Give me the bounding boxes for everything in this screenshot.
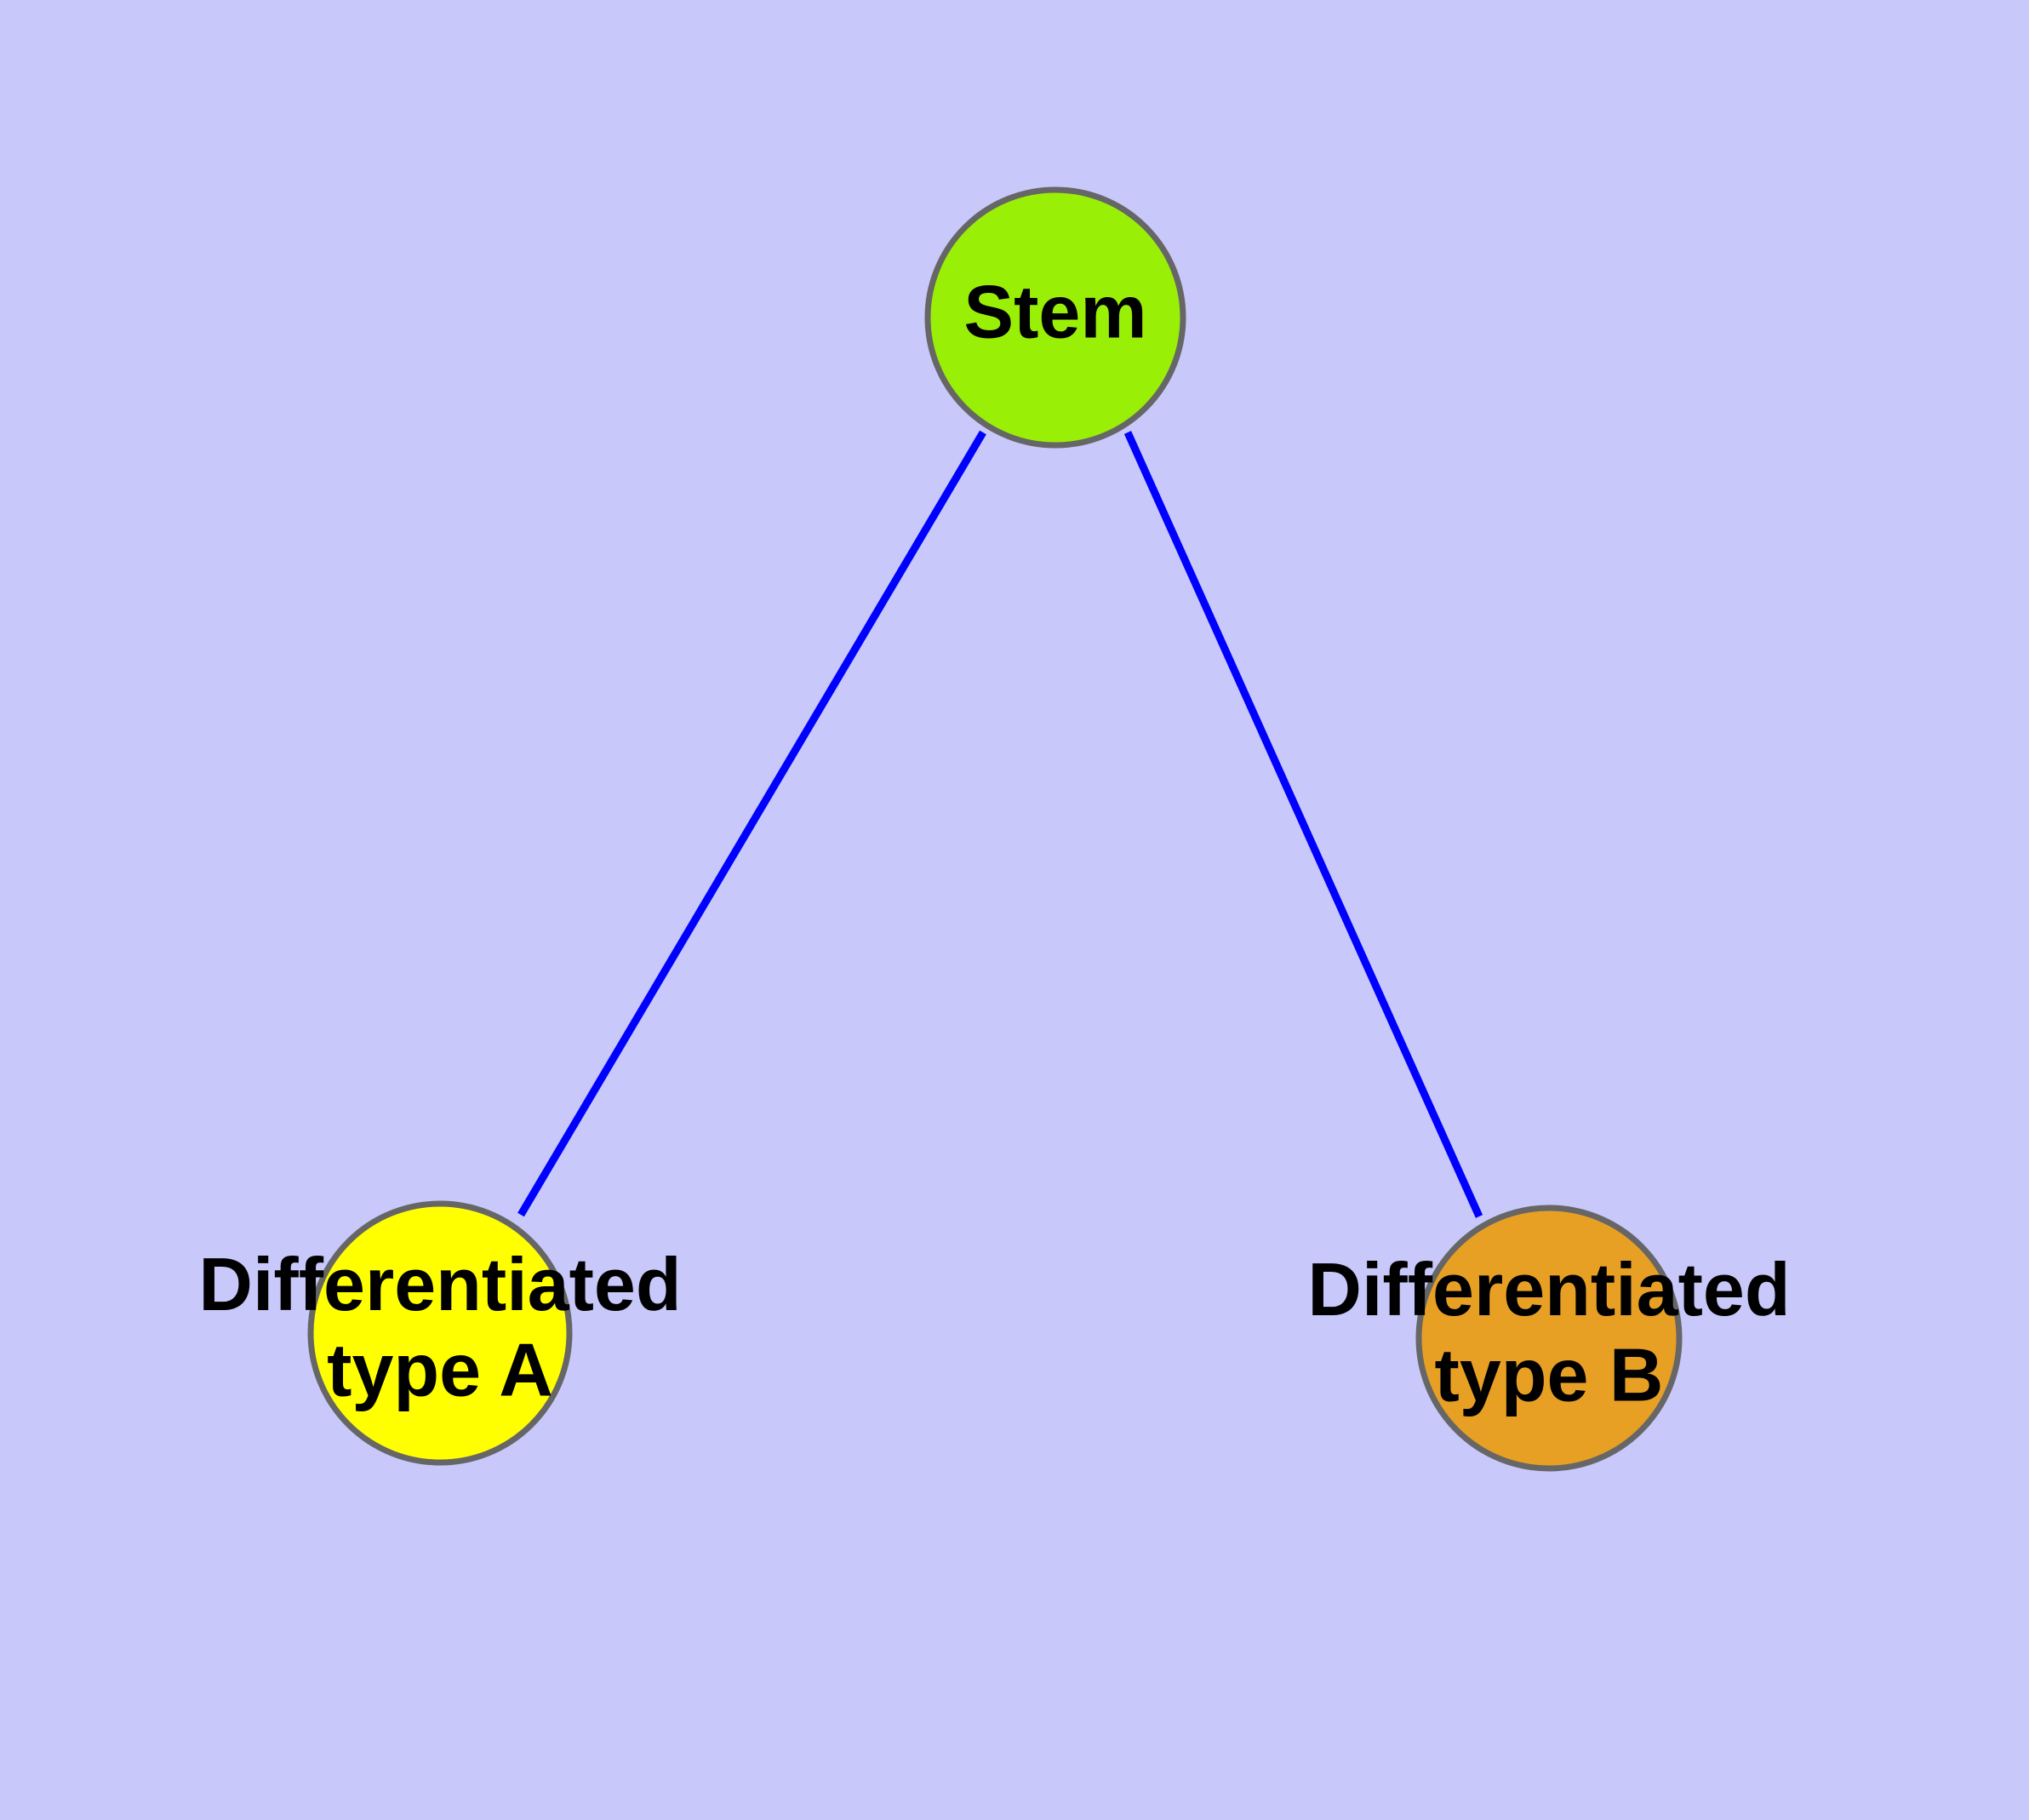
node-label-differentiated-type-b-line2: type B bbox=[1435, 1332, 1664, 1417]
node-differentiated-type-a[interactable] bbox=[307, 1200, 573, 1466]
node-label-differentiated-type-a-line2: type A bbox=[327, 1327, 553, 1411]
node-label-differentiated-type-b-line1: Differentiated bbox=[1307, 1247, 1790, 1331]
node-label-differentiated-type-a-line1: Differentiated bbox=[198, 1242, 681, 1326]
node-circle-differentiated-type-b[interactable] bbox=[1415, 1205, 1683, 1472]
edge-stem-to-differentiated-type-b[interactable] bbox=[1123, 431, 1483, 1218]
node-label-stem: Stem bbox=[963, 269, 1146, 353]
node-differentiated-type-b[interactable] bbox=[1415, 1205, 1683, 1472]
edge-layer bbox=[517, 430, 1483, 1218]
node-circle-stem[interactable] bbox=[924, 186, 1186, 449]
edge-stem-to-differentiated-type-a[interactable] bbox=[517, 430, 986, 1217]
node-circle-differentiated-type-a[interactable] bbox=[307, 1200, 573, 1466]
node-stem[interactable]: Stem bbox=[924, 186, 1186, 449]
node-layer: Stem Differentiated type A Differentiate… bbox=[198, 186, 1791, 1472]
